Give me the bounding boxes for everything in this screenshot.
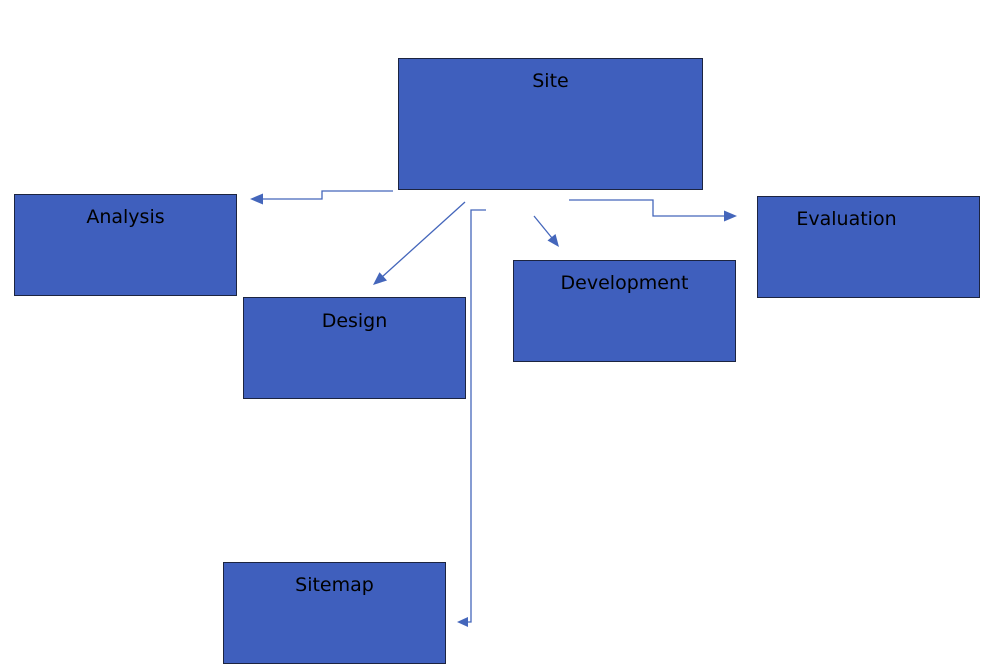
node-sitemap-label: Sitemap xyxy=(295,574,374,596)
arrowhead-development xyxy=(547,234,559,247)
node-site-label: Site xyxy=(532,70,569,92)
node-evaluation-label: Evaluation xyxy=(796,208,897,230)
arrowhead-design xyxy=(373,272,387,285)
node-analysis-label: Analysis xyxy=(86,206,165,228)
node-development-label: Development xyxy=(560,272,689,294)
connector-site-analysis xyxy=(262,190,393,200)
node-evaluation: Evaluation xyxy=(757,196,980,298)
node-design-label: Design xyxy=(321,310,388,332)
connector-site-design xyxy=(381,201,466,278)
connector-site-sitemap xyxy=(467,209,486,623)
arrowhead-analysis xyxy=(250,193,263,205)
node-sitemap: Sitemap xyxy=(223,562,446,664)
arrowhead-sitemap xyxy=(457,617,468,627)
node-design: Design xyxy=(243,297,466,399)
node-analysis: Analysis xyxy=(14,194,237,296)
node-site: Site xyxy=(398,58,703,190)
arrowhead-evaluation xyxy=(724,210,737,222)
node-development: Development xyxy=(513,260,736,362)
connector-site-evaluation xyxy=(569,199,724,217)
connector-site-development xyxy=(533,215,553,239)
